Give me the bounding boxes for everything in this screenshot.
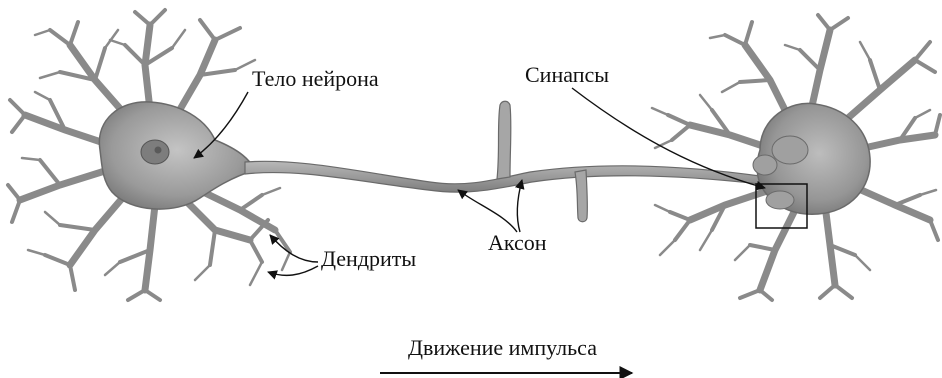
arrow-to-axon-1: [458, 190, 517, 232]
arrow-to-dendrite-1: [270, 235, 318, 262]
dendrites-label: Дендриты: [321, 248, 416, 270]
axon-collateral-lower: [575, 170, 587, 222]
arrow-to-axon-2: [517, 180, 522, 232]
annotation-arrows: [194, 88, 765, 373]
nucleus-left: [141, 140, 169, 164]
neuron-body-label: Тело нейрона: [252, 68, 379, 90]
axon-label: Аксон: [488, 232, 547, 254]
impulse-direction-label: Движение импульса: [408, 337, 597, 359]
arrow-to-dendrite-2: [268, 266, 318, 275]
axon-collateral-upper: [497, 101, 511, 179]
synapses-label: Синапсы: [525, 64, 609, 86]
